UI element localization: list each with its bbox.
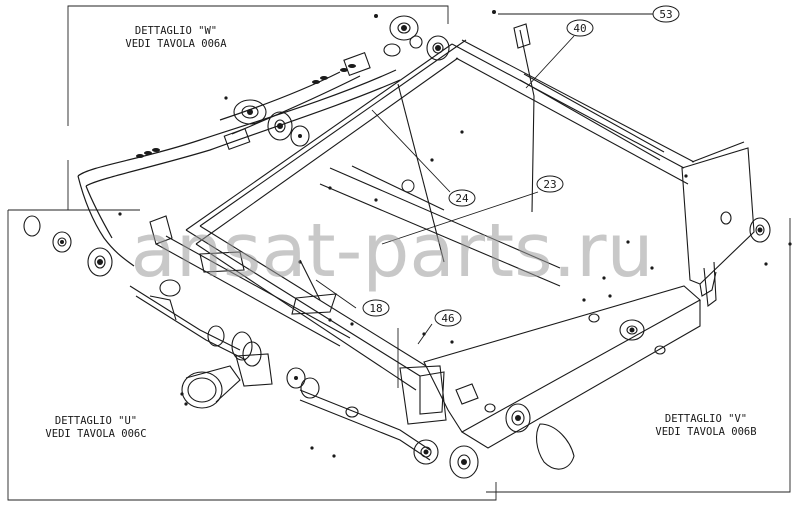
- callout-18: 18: [362, 299, 390, 317]
- detail-v-line2: VEDI TAVOLA 006B: [655, 426, 756, 438]
- detail-u-caption: DETTAGLIO "U" VEDI TAVOLA 006C: [45, 415, 146, 440]
- detail-w-boundary: [67, 5, 449, 210]
- pulleys-w: [223, 15, 450, 151]
- detail-v-caption: DETTAGLIO "V" VEDI TAVOLA 006B: [655, 413, 756, 438]
- callout-46-label: 46: [441, 312, 454, 325]
- leader-lines: [315, 13, 654, 345]
- detail-u-line1: DETTAGLIO "U": [55, 415, 137, 427]
- detail-v-line1: DETTAGLIO "V": [665, 413, 747, 425]
- main-frame: [149, 23, 755, 449]
- chain-links: [136, 64, 356, 158]
- callout-40: 40: [566, 19, 594, 37]
- bolts: [118, 10, 792, 458]
- callout-18-label: 18: [369, 302, 382, 315]
- belt-drive-w: [77, 69, 401, 267]
- detail-u-line2: VEDI TAVOLA 006C: [45, 428, 146, 440]
- callout-40-label: 40: [573, 22, 586, 35]
- detail-w-line1: DETTAGLIO "W": [135, 25, 217, 37]
- detail-w-line2: VEDI TAVOLA 006A: [125, 38, 227, 50]
- callout-23-label: 23: [543, 178, 556, 191]
- callout-53-label: 53: [659, 8, 672, 21]
- callout-53: 53: [652, 5, 680, 23]
- callout-46: 46: [434, 309, 462, 327]
- pulley-hubs-w: [247, 25, 441, 138]
- callout-24-label: 24: [455, 192, 469, 205]
- assembly-u: [23, 215, 479, 479]
- watermark: ansat-parts.ru: [130, 208, 653, 294]
- detail-w-caption: DETTAGLIO "W" VEDI TAVOLA 006A: [125, 25, 227, 50]
- callout-24: 24: [448, 189, 476, 207]
- hubs-u: [60, 240, 467, 465]
- hubs-v: [515, 227, 763, 421]
- assembly-v: [455, 211, 771, 470]
- detail-u-boundary: [7, 209, 497, 501]
- callout-23: 23: [536, 175, 564, 193]
